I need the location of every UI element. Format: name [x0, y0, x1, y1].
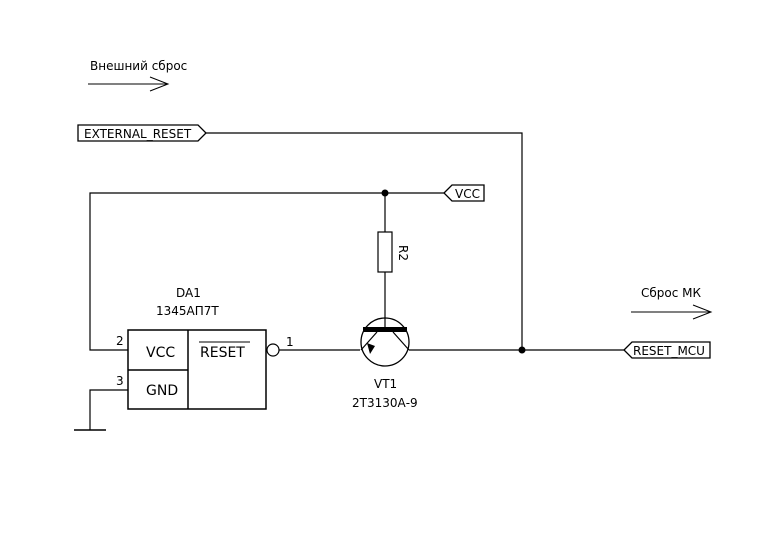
external-reset-caption: Внешний сброс: [90, 59, 187, 73]
reset-junction: [518, 346, 526, 354]
external-reset-port-label: EXTERNAL_RESET: [84, 127, 192, 141]
external-reset-net: [206, 132, 523, 350]
reset-mcu-port-label: RESET_MCU: [633, 344, 705, 358]
mcu-reset-caption: Сброс МК: [641, 286, 702, 300]
da1-pin-vcc-label: VCC: [146, 345, 175, 361]
r2-designator: R2: [396, 245, 410, 261]
da1-ic: VCC GND RESET: [127, 329, 267, 410]
vt1-transistor: [360, 317, 410, 367]
da1-pin-reset-label: RESET: [200, 345, 245, 361]
vcc-net: [89, 192, 444, 351]
external-reset-port: EXTERNAL_RESET: [77, 124, 207, 142]
vt1-part-number: 2Т3130А-9: [352, 396, 418, 410]
reset-mcu-port: RESET_MCU: [623, 341, 711, 359]
mcu-reset-arrow-icon: [631, 304, 713, 320]
inversion-bubble: [266, 343, 280, 357]
external-reset-arrow-icon: [88, 76, 170, 92]
vcc-port-label: VCC: [455, 187, 480, 201]
vt1-designator: VT1: [374, 377, 397, 391]
da1-pin-gnd-label: GND: [146, 383, 178, 399]
gnd-net: [89, 389, 128, 430]
da1-pin2-number: 2: [116, 334, 124, 348]
da1-pin3-number: 3: [116, 374, 124, 388]
da1-part-number: 1345АП7Т: [156, 304, 219, 318]
vcc-port: VCC: [443, 184, 485, 202]
da1-designator: DA1: [176, 286, 201, 300]
da1-pin1-number: 1: [286, 335, 294, 349]
r2-body: [377, 231, 393, 273]
